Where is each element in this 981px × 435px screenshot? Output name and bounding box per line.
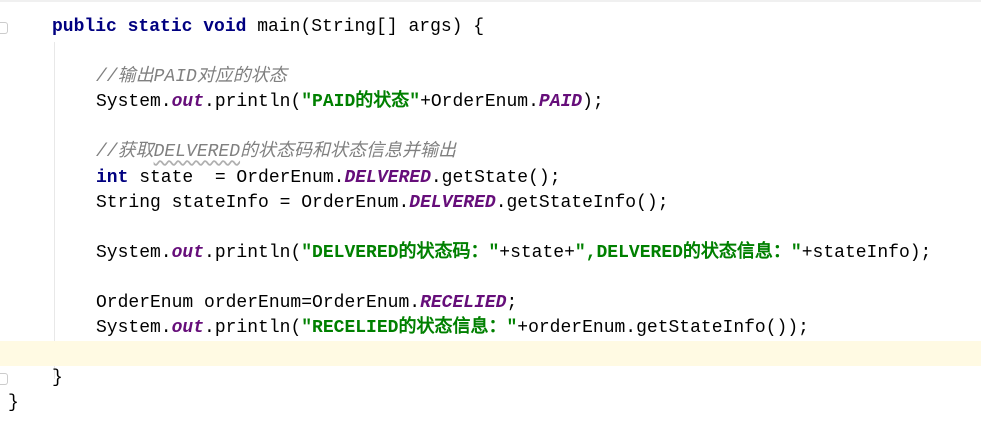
code-text: System.out.println("PAID的状态"+OrderEnum.P… (96, 90, 604, 115)
code-token: +state+ (499, 242, 575, 263)
code-token: DELVERED (409, 192, 496, 213)
code-token: out (171, 92, 205, 113)
code-text: public static void main(String[] args) { (52, 15, 484, 40)
code-token: //输出PAID对应的状态 (96, 67, 287, 88)
code-token: "PAID的状态" (301, 92, 421, 113)
code-line[interactable]: } (0, 366, 981, 391)
code-line[interactable]: System.out.println("RECELIED的状态信息："+orde… (0, 316, 981, 341)
code-text: int state = OrderEnum.DELVERED.getState(… (96, 166, 561, 191)
code-token: System. (96, 242, 172, 263)
code-line[interactable] (0, 115, 981, 140)
code-token: PAID (538, 92, 583, 113)
code-token: String stateInfo = OrderEnum. (96, 192, 410, 213)
code-token: +stateInfo); (801, 242, 932, 263)
code-token: RECELIED (420, 293, 507, 314)
code-token: OrderEnum orderEnum=OrderEnum. (96, 293, 421, 314)
code-line[interactable]: System.out.println("PAID的状态"+OrderEnum.P… (0, 90, 981, 115)
code-token: out (171, 242, 205, 263)
code-token: .println( (204, 242, 302, 263)
code-line[interactable] (0, 341, 981, 367)
code-token: main(String[] args) { (246, 17, 485, 37)
code-token: +orderEnum.getStateInfo()); (517, 318, 809, 339)
code-token: "DELVERED的状态码：" (301, 242, 500, 263)
code-text: System.out.println("RECELIED的状态信息："+orde… (96, 316, 809, 341)
code-line[interactable]: int state = OrderEnum.DELVERED.getState(… (0, 166, 981, 191)
editor-top-border (0, 0, 981, 2)
code-line[interactable] (0, 216, 981, 241)
code-token: "RECELIED的状态信息：" (301, 318, 518, 339)
code-text: } (8, 391, 19, 416)
code-token: ; (506, 293, 518, 314)
code-text: } (52, 366, 63, 391)
code-token: public static void (52, 17, 247, 37)
code-line[interactable] (0, 40, 981, 65)
indent-guide (54, 42, 55, 379)
code-token: 的状态码和状态信息并输出 (240, 142, 457, 163)
code-token: DELVERED (344, 167, 431, 188)
code-line[interactable] (0, 266, 981, 291)
code-token: .getState(); (430, 167, 561, 188)
code-text: String stateInfo = OrderEnum.DELVERED.ge… (96, 191, 669, 216)
code-line[interactable]: } (0, 391, 981, 416)
code-line[interactable]: //输出PAID对应的状态 (0, 65, 981, 90)
code-line[interactable]: public static void main(String[] args) { (0, 15, 981, 40)
code-token: } (52, 368, 63, 389)
code-token: System. (96, 318, 172, 339)
code-token: .getStateInfo(); (495, 192, 669, 213)
fold-marker-icon[interactable] (0, 373, 8, 385)
code-token: ",DELVERED的状态信息：" (574, 242, 802, 263)
code-line[interactable]: System.out.println("DELVERED的状态码："+state… (0, 241, 981, 266)
code-editor[interactable]: public static void main(String[] args) {… (0, 15, 981, 417)
code-token: System. (96, 92, 172, 113)
code-line[interactable]: //获取DELVERED的状态码和状态信息并输出 (0, 140, 981, 165)
fold-marker-icon[interactable] (0, 22, 8, 34)
code-text: OrderEnum orderEnum=OrderEnum.RECELIED; (96, 291, 517, 316)
code-line[interactable]: String stateInfo = OrderEnum.DELVERED.ge… (0, 191, 981, 216)
code-token: DELVERED (153, 142, 241, 163)
code-token: +OrderEnum. (420, 92, 539, 113)
code-text: //输出PAID对应的状态 (96, 65, 287, 90)
code-token: } (8, 393, 19, 414)
code-text: //获取DELVERED的状态码和状态信息并输出 (96, 140, 456, 165)
code-text: System.out.println("DELVERED的状态码："+state… (96, 241, 931, 266)
code-token: int (96, 167, 129, 188)
code-token: out (171, 318, 205, 339)
code-token: .println( (204, 92, 302, 113)
code-line[interactable]: OrderEnum orderEnum=OrderEnum.RECELIED; (0, 291, 981, 316)
code-token: ); (582, 92, 604, 113)
code-token: .println( (204, 318, 302, 339)
code-token: //获取 (96, 142, 154, 163)
code-token: state = OrderEnum. (128, 167, 345, 188)
